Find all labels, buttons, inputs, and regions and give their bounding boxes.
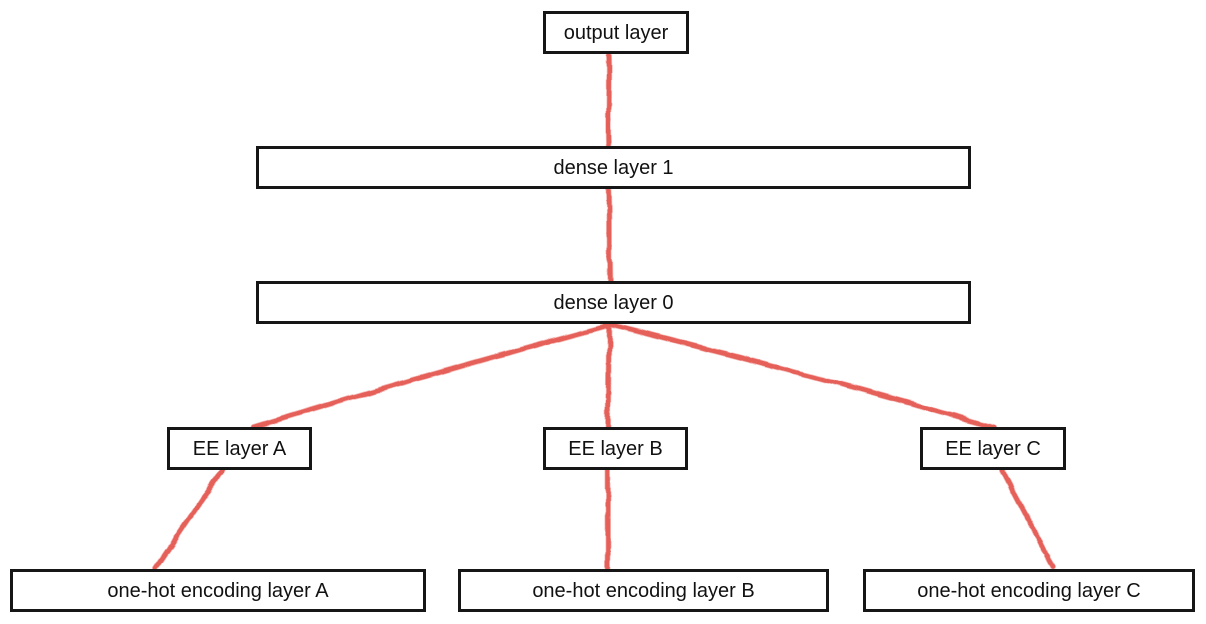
node-dense-layer-1-label: dense layer 1 bbox=[553, 156, 674, 179]
node-ee-layer-a-label: EE layer A bbox=[192, 437, 287, 460]
edge-ee-a-onehot-a bbox=[153, 467, 225, 571]
node-ee-layer-a: EE layer A bbox=[167, 427, 312, 470]
node-dense-layer-0: dense layer 0 bbox=[256, 281, 971, 324]
node-onehot-encoding-layer-c: one-hot encoding layer C bbox=[863, 569, 1195, 612]
edge-dense1-dense0 bbox=[606, 187, 613, 284]
node-onehot-encoding-layer-b-label: one-hot encoding layer B bbox=[532, 579, 755, 602]
node-onehot-encoding-layer-a: one-hot encoding layer A bbox=[10, 569, 426, 612]
node-ee-layer-b: EE layer B bbox=[543, 427, 688, 470]
node-output-layer: output layer bbox=[543, 11, 689, 54]
node-onehot-encoding-layer-c-label: one-hot encoding layer C bbox=[917, 579, 1141, 602]
node-output-layer-label: output layer bbox=[563, 21, 669, 44]
node-ee-layer-b-label: EE layer B bbox=[568, 437, 663, 460]
edge-dense0-ee-c bbox=[609, 322, 996, 430]
edge-output-dense1 bbox=[606, 52, 612, 149]
node-onehot-encoding-layer-a-label: one-hot encoding layer A bbox=[107, 579, 329, 602]
node-ee-layer-c-label: EE layer C bbox=[945, 437, 1041, 460]
node-dense-layer-1: dense layer 1 bbox=[256, 146, 971, 189]
edge-dense0-ee-a bbox=[251, 322, 613, 430]
edge-dense0-ee-b bbox=[605, 322, 612, 430]
node-onehot-encoding-layer-b: one-hot encoding layer B bbox=[458, 569, 829, 612]
node-ee-layer-c: EE layer C bbox=[920, 427, 1066, 470]
node-dense-layer-0-label: dense layer 0 bbox=[553, 291, 674, 314]
edge-ee-c-onehot-c bbox=[1000, 467, 1056, 570]
